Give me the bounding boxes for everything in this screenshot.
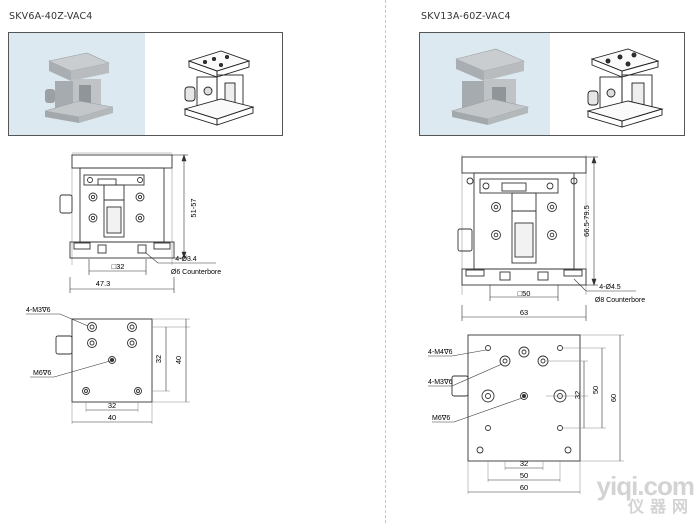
front-view-drawing: 66.5-79.5 □50 63 4-Ø4.5 Ø8 Counterbore [457,155,645,321]
top-view-drawing: 32 40 32 40 4-M3∇6 M6∇6 [26,306,190,424]
dim-outer-v: 40 [174,356,183,364]
dim-overall: 63 [520,308,528,317]
dim-outer-h: 60 [520,483,528,492]
section-divider [385,0,386,523]
watermark-line1: yiqi.com [596,471,695,501]
dim-holes: 4-Ø4.5 [599,284,621,291]
watermark-line2: 仪器网 [627,499,694,516]
dim-mid-v: 50 [591,386,600,394]
product-photo [450,48,530,125]
dim-inner-v: 32 [154,355,163,363]
product-render [183,50,255,126]
product-render [586,48,664,128]
dim-holes: 4-Ø3.4 [175,256,197,263]
dim-top-square: □50 [518,289,531,298]
dim-tap-b: 4-M3∇6 [428,378,453,386]
dim-inner-h: 32 [520,459,528,468]
dim-center-tap: M6∇6 [33,369,51,377]
product-photo [44,52,114,123]
product-images [419,32,685,136]
model-title: SKV13A-60Z-VAC4 [421,11,511,22]
product-images [8,32,283,136]
front-view-drawing: 51-57 □32 47.3 4-Ø3.4 Ø6 Counterbore [59,152,221,293]
dim-height: 66.5-79.5 [582,205,591,237]
dim-outer-v: 60 [609,394,618,402]
dim-top-square: □32 [112,262,125,271]
dim-overall: 47.3 [96,279,111,288]
product-photo-and-render [9,33,255,135]
dim-inner-v: 32 [573,391,582,399]
dim-tap: 4-M3∇6 [26,306,51,314]
dim-mid-h: 50 [520,471,528,480]
product-panel-right: SKV13A-60Z-VAC4 [388,0,700,523]
top-view-drawing: 32 50 60 32 50 60 4-M4∇6 4-M3∇6 M6∇6 [428,334,624,494]
product-panel-left: SKV6A-40Z-VAC4 [8,11,283,424]
dim-inner-h: 32 [108,401,116,410]
dim-counterbore: Ø6 Counterbore [171,269,221,276]
dim-center-tap: M6∇6 [432,414,450,422]
product-photo-and-render [420,33,664,135]
dim-height: 51-57 [189,198,198,217]
model-title: SKV6A-40Z-VAC4 [9,11,93,22]
watermark: yiqi.com 仪器网 [574,471,695,521]
dim-counterbore: Ø8 Counterbore [595,297,645,304]
dim-outer-h: 40 [108,413,116,422]
dim-tap-a: 4-M4∇6 [428,348,453,356]
